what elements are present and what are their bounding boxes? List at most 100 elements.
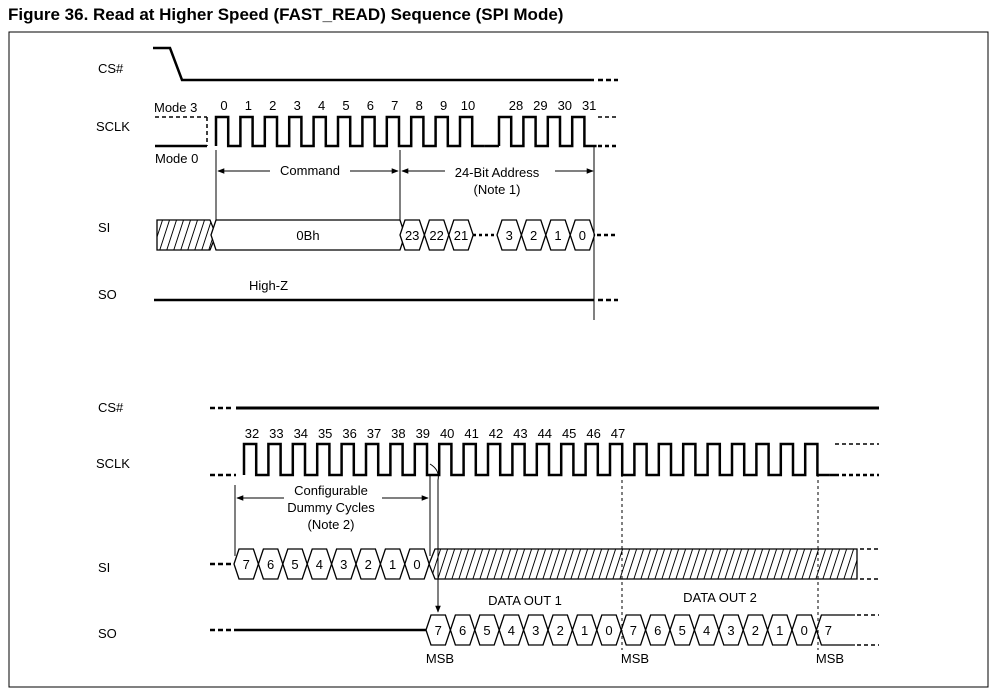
bot-so-bit-4-label: 3 <box>532 623 539 638</box>
address-label: 24-Bit Address <box>455 165 540 180</box>
bot-so-bit-2-label: 5 <box>483 623 490 638</box>
bot-clk-42: 42 <box>489 426 503 441</box>
top-clk-0: 0 <box>220 98 227 113</box>
bottom-si-dont-care <box>428 548 858 580</box>
data-out-2-label: DATA OUT 2 <box>683 590 757 605</box>
top-clk-6: 6 <box>367 98 374 113</box>
top-clk-3: 3 <box>294 98 301 113</box>
bot-so-bit-0-label: 7 <box>435 623 442 638</box>
top-so-state: High-Z <box>249 278 288 293</box>
bot-clk-39: 39 <box>416 426 430 441</box>
bot-so-last-cell <box>815 614 855 646</box>
bot-so-bit-7-label: 0 <box>605 623 612 638</box>
bottom-cs-label: CS# <box>98 400 124 415</box>
bot-clk-38: 38 <box>391 426 405 441</box>
si-command-label: 0Bh <box>296 228 319 243</box>
bot-so-bit-11-label: 4 <box>703 623 710 638</box>
bot-clk-47: 47 <box>611 426 625 441</box>
bot-so-bit-12-label: 3 <box>727 623 734 638</box>
top-clk-31: 31 <box>582 98 596 113</box>
command-label: Command <box>280 163 340 178</box>
bot-so-bit-10-label: 5 <box>679 623 686 638</box>
bottom-si-waveform: 7 6 5 4 3 2 1 0 <box>210 548 879 580</box>
dummy-note: (Note 2) <box>308 517 355 532</box>
top-si-label: SI <box>98 220 110 235</box>
bot-so-bit-5-label: 2 <box>557 623 564 638</box>
bot-so-bit-13-label: 2 <box>752 623 759 638</box>
mode-0-label: Mode 0 <box>155 151 198 166</box>
bot-si-bit-6-label: 1 <box>389 557 396 572</box>
bot-clk-44: 44 <box>538 426 552 441</box>
figure-frame <box>8 31 989 688</box>
top-clk-8: 8 <box>416 98 423 113</box>
si-addr-3-label: 3 <box>506 228 513 243</box>
dummy-label-1: Configurable <box>294 483 368 498</box>
bot-clk-37: 37 <box>367 426 381 441</box>
top-sclk-label: SCLK <box>96 119 130 134</box>
bot-so-bit-15-label: 0 <box>801 623 808 638</box>
si-addr-21-label: 21 <box>454 228 468 243</box>
si-addr-23-label: 23 <box>405 228 419 243</box>
clock-to-data-arrow <box>429 463 441 613</box>
top-clk-7: 7 <box>391 98 398 113</box>
si-addr-22-label: 22 <box>429 228 443 243</box>
bot-si-bit-0-label: 7 <box>243 557 250 572</box>
top-sclk-pulses-b <box>497 115 597 148</box>
top-cs-waveform <box>153 46 594 82</box>
data-out-1-label: DATA OUT 1 <box>488 593 562 608</box>
msb-label-1: MSB <box>426 651 454 666</box>
top-clk-28: 28 <box>509 98 523 113</box>
top-clk-30: 30 <box>558 98 572 113</box>
bot-clk-34: 34 <box>294 426 308 441</box>
si-addr-2-label: 2 <box>530 228 537 243</box>
dummy-label-2: Dummy Cycles <box>287 500 375 515</box>
msb-label-2: MSB <box>621 651 649 666</box>
top-si-dont-care <box>156 219 217 251</box>
bot-clk-41: 41 <box>464 426 478 441</box>
bot-so-bit-9-label: 6 <box>654 623 661 638</box>
mode-3-label: Mode 3 <box>154 100 197 115</box>
bottom-sclk-label: SCLK <box>96 456 130 471</box>
bot-si-bit-3-label: 4 <box>316 557 323 572</box>
top-sclk-waveform <box>214 115 618 148</box>
bot-clk-35: 35 <box>318 426 332 441</box>
bot-so-bit-8-label: 7 <box>630 623 637 638</box>
top-cs-label: CS# <box>98 61 124 76</box>
bot-si-bit-2-label: 5 <box>291 557 298 572</box>
top-clk-9: 9 <box>440 98 447 113</box>
bot-clk-46: 46 <box>586 426 600 441</box>
figure-title: Figure 36. Read at Higher Speed (FAST_RE… <box>8 5 564 24</box>
top-clk-2: 2 <box>269 98 276 113</box>
si-addr-0-cell <box>569 219 596 251</box>
bot-clk-36: 36 <box>342 426 356 441</box>
bot-clk-32: 32 <box>245 426 259 441</box>
bot-si-bit-7-label: 0 <box>413 557 420 572</box>
top-so-label: SO <box>98 287 117 302</box>
bot-so-bit-6-label: 1 <box>581 623 588 638</box>
bot-si-bit-5-label: 2 <box>365 557 372 572</box>
bot-so-bit-3-label: 4 <box>508 623 515 638</box>
bot-si-bit-4-label: 3 <box>340 557 347 572</box>
top-sclk-pulses-a <box>214 115 485 148</box>
bot-clk-45: 45 <box>562 426 576 441</box>
msb-label-3: MSB <box>816 651 844 666</box>
bot-clk-43: 43 <box>513 426 527 441</box>
bot-si-bit-1-label: 6 <box>267 557 274 572</box>
bottom-so-label: SO <box>98 626 117 641</box>
bottom-sclk-waveform <box>210 442 879 477</box>
si-addr-1-label: 1 <box>554 228 561 243</box>
bot-clk-33: 33 <box>269 426 283 441</box>
bot-so-bit-1-label: 6 <box>459 623 466 638</box>
top-clk-29: 29 <box>533 98 547 113</box>
top-clk-4: 4 <box>318 98 325 113</box>
bot-so-bit-14-label: 1 <box>776 623 783 638</box>
bottom-si-label: SI <box>98 560 110 575</box>
top-clk-1: 1 <box>245 98 252 113</box>
